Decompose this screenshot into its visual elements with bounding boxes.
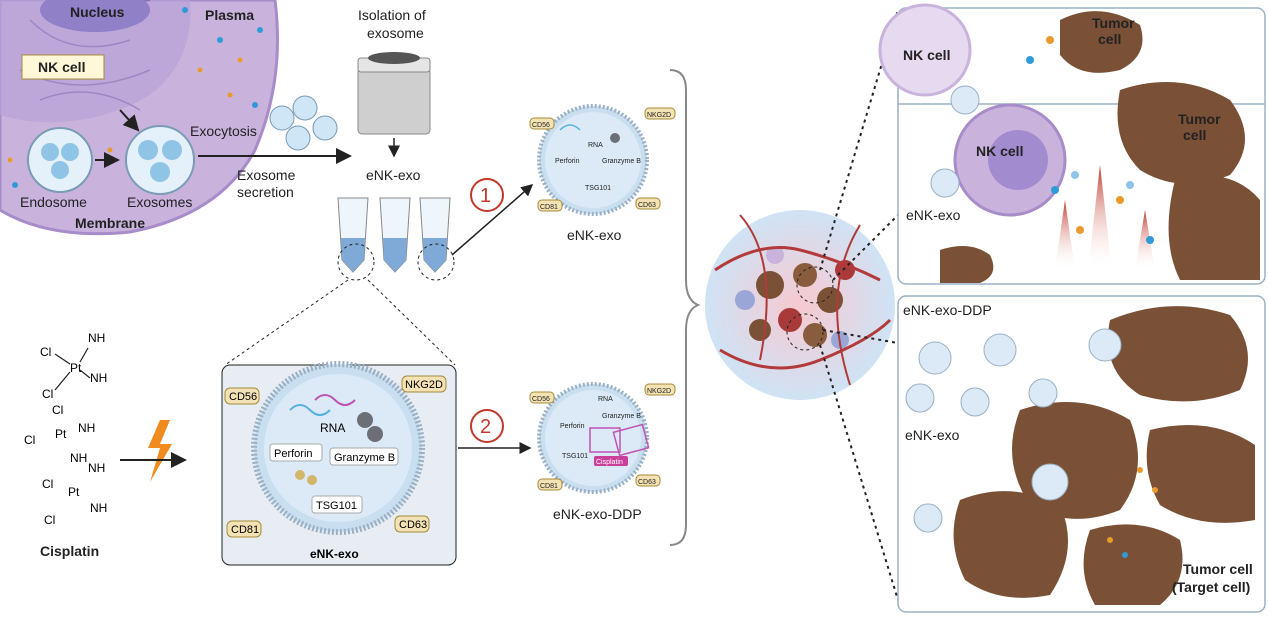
exocytosis-label: Exocytosis — [190, 123, 257, 139]
step-2-label: 2 — [480, 416, 491, 438]
nk-cell-main-label: NK cell — [976, 143, 1023, 159]
plasma-label: Plasma — [205, 7, 254, 23]
svg-text:NH: NH — [90, 371, 107, 385]
zoom-line-left — [224, 279, 349, 366]
cd81-label-s2: CD81 — [540, 483, 558, 490]
cd56-label-big: CD56 — [229, 391, 257, 403]
tsg101-label-s1: TSG101 — [585, 185, 611, 192]
svg-text:Pt: Pt — [70, 361, 82, 375]
cd56-label-s1: CD56 — [532, 122, 550, 129]
mechanism-panel-top — [878, 3, 1266, 285]
cisplatin-structure: Cl Pt NH NH Cl Cl Pt NH Cl NH NH Cl Pt N… — [24, 331, 107, 527]
perforin-label-s1: Perforin — [555, 158, 580, 165]
nkg2d-label-s1: NKG2D — [647, 112, 671, 119]
endosome-label: Endosome — [20, 194, 87, 210]
target-cell-label-1: Tumor cell — [1183, 561, 1253, 577]
cisplatin-label-s2: Cisplatin — [596, 459, 623, 466]
step-1-badge — [470, 178, 504, 212]
nk-cell-diagram: Nucleus Plasma NK cell Endosome Exosomes… — [0, 0, 279, 236]
svg-text:Cl: Cl — [42, 387, 53, 401]
bottom-panel-enk-exo-ddp-label: eNK-exo-DDP — [903, 302, 992, 318]
granzyme-label-s1: Granzyme B — [602, 158, 641, 165]
secreted-exosomes — [269, 95, 338, 151]
svg-text:Cl: Cl — [24, 433, 35, 447]
cd81-badge-big — [226, 520, 262, 538]
tubes-icon — [337, 197, 455, 281]
granzyme-label-big: Granzyme B — [334, 452, 395, 464]
enk-exo-box-label: eNK-exo — [310, 547, 359, 561]
zoom-line-right — [367, 279, 456, 366]
isolation-label-2: exosome — [367, 25, 424, 41]
svg-text:NH: NH — [78, 421, 95, 435]
svg-text:Pt: Pt — [55, 427, 67, 441]
centrifuge-icon — [357, 52, 431, 135]
cd81-label-big: CD81 — [231, 524, 259, 536]
mechanism-panel-bottom — [897, 295, 1266, 613]
perforin-label-s2: Perforin — [560, 423, 585, 430]
svg-text:NH: NH — [88, 461, 105, 475]
nk-cell-label-box — [21, 54, 105, 80]
cd63-label-big: CD63 — [399, 519, 427, 531]
step-1-label: 1 — [480, 185, 491, 207]
rna-label-s2: RNA — [598, 396, 613, 403]
nk-cell-label: NK cell — [38, 59, 85, 75]
bottom-panel-enk-exo-label: eNK-exo — [905, 427, 960, 443]
tsg101-label-big: TSG101 — [316, 500, 357, 512]
granzyme-label-s2: Granzyme B — [602, 413, 641, 420]
cd63-label-s1: CD63 — [638, 202, 656, 209]
cd63-badge-big — [394, 515, 430, 533]
svg-text:Cl: Cl — [40, 345, 51, 359]
nk-cell-corner-label: NK cell — [903, 47, 950, 63]
nucleus-label: Nucleus — [70, 4, 125, 20]
svg-text:Pt: Pt — [68, 485, 80, 499]
nkg2d-label-s2: NKG2D — [647, 388, 671, 395]
cd81-label-s1: CD81 — [540, 204, 558, 211]
cd56-label-s2: CD56 — [532, 396, 550, 403]
nkg2d-label-big: NKG2D — [405, 379, 443, 391]
cisplatin-label: Cisplatin — [40, 543, 99, 559]
lightning-icon — [148, 420, 172, 482]
rna-label-big: RNA — [320, 421, 345, 435]
tsg101-label-s2: TSG101 — [562, 453, 588, 460]
tumor-mass-icon — [705, 210, 895, 400]
enk-exo-ddp-product-label: eNK-exo-DDP — [553, 506, 642, 522]
svg-text:NH: NH — [70, 451, 87, 465]
top-panel-enk-exo-label: eNK-exo — [906, 207, 961, 223]
membrane-label: Membrane — [75, 215, 145, 231]
tumor-cell-1-label-b: cell — [1098, 31, 1121, 47]
isolation-label-1: Isolation of — [358, 7, 426, 23]
enk-exo-product-label: eNK-exo — [567, 227, 622, 243]
tumor-cell-2-label-b: cell — [1183, 127, 1206, 143]
nucleolus — [40, 0, 150, 32]
secretion-label-1: Exosome — [237, 167, 296, 183]
target-cell-label-2: (Target cell) — [1172, 579, 1250, 595]
step-2-badge — [470, 409, 504, 443]
tumor-cell-1-label-a: Tumor — [1092, 15, 1135, 31]
tumor-cell-2-label-a: Tumor — [1178, 111, 1221, 127]
bracket — [669, 69, 701, 546]
svg-text:NH: NH — [88, 331, 105, 345]
enk-exo-tubes-label: eNK-exo — [366, 167, 421, 183]
cd63-label-s2: CD63 — [638, 479, 656, 486]
enk-exo-small — [537, 104, 649, 216]
svg-text:Cl: Cl — [42, 477, 53, 491]
enk-exo-ddp-small — [537, 382, 650, 494]
perforin-label-big: Perforin — [274, 448, 313, 460]
exosomes-label: Exosomes — [127, 194, 192, 210]
svg-text:NH: NH — [90, 501, 107, 515]
nkg2d-badge-big — [401, 375, 447, 393]
endosome-icon — [27, 127, 93, 193]
secretion-label-2: secretion — [237, 184, 294, 200]
plasma-particles — [7, 7, 263, 188]
rna-label-s1: RNA — [588, 142, 603, 149]
svg-text:Cl: Cl — [52, 403, 63, 417]
svg-text:Cl: Cl — [44, 513, 55, 527]
exosomes-icon — [125, 125, 195, 195]
cd56-badge-big — [224, 387, 260, 405]
